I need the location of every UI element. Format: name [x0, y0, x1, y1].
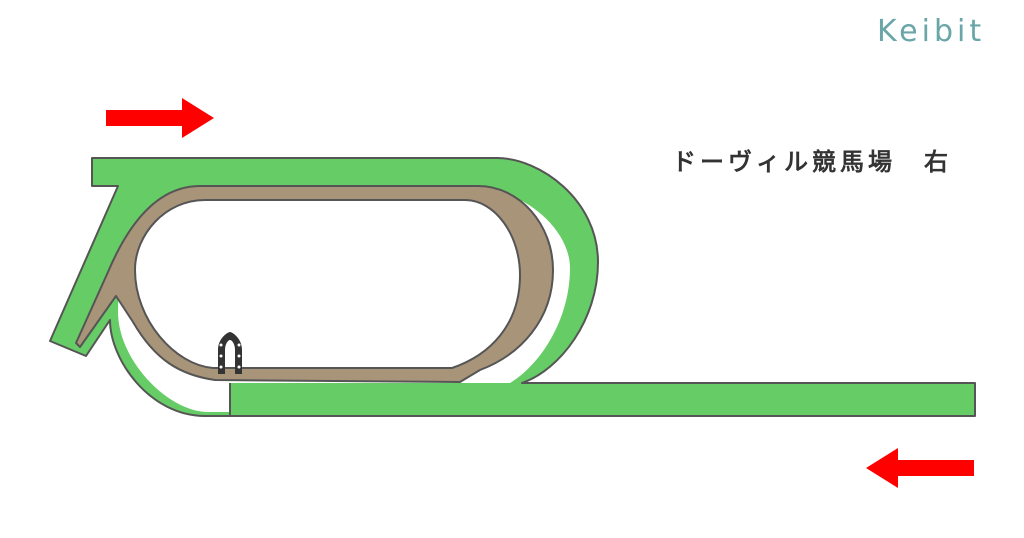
arrow-right-icon — [106, 98, 214, 138]
course-title: ドーヴィル競馬場 右 — [672, 148, 952, 176]
horseshoe-icon — [218, 332, 242, 374]
infield — [118, 190, 570, 412]
brand-logo: Keibit — [877, 14, 986, 49]
dirt-course — [75, 185, 554, 383]
arrow-left-icon — [866, 448, 974, 488]
